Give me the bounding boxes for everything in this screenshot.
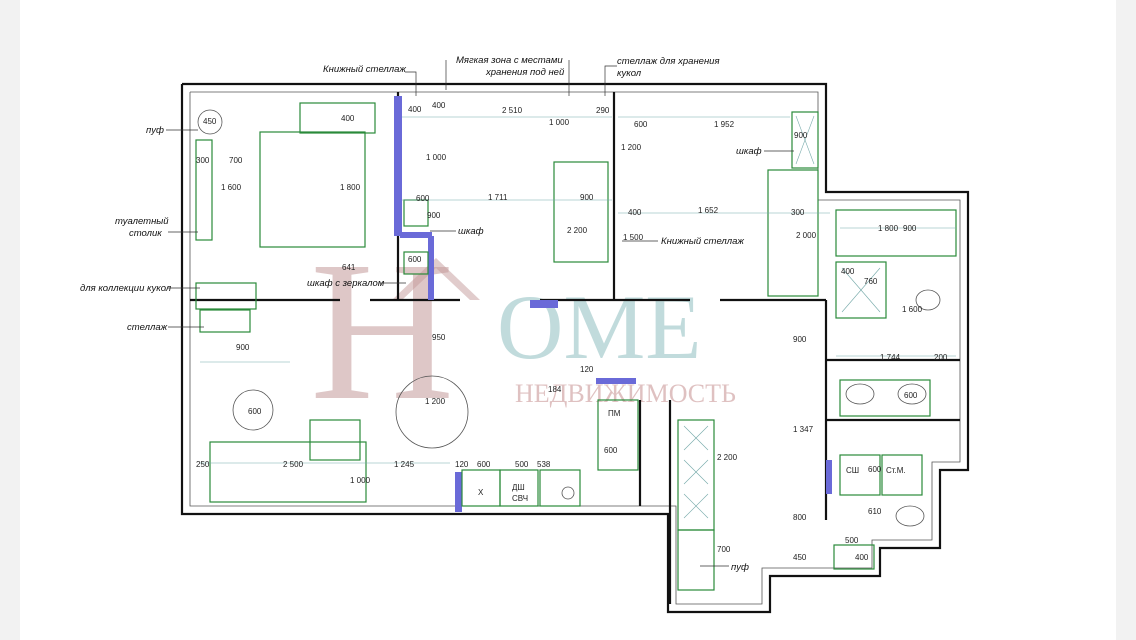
dim-text: 700 [717, 545, 731, 554]
dim-text: 1 000 [426, 153, 447, 162]
dim-text: 400 [841, 267, 855, 276]
dim-text: 2 000 [796, 231, 817, 240]
dim-text: 760 [864, 277, 878, 286]
dim-text: 600 [634, 120, 648, 129]
dim-text: 538 [537, 460, 551, 469]
blue-blocks [394, 96, 832, 512]
dim-text: 400 [341, 114, 355, 123]
watermark-roof-icon [392, 258, 480, 300]
dim-text: 1 600 [221, 183, 242, 192]
dim-text: 600 [868, 465, 882, 474]
washer-label: СШ [846, 466, 859, 475]
dimension-texts: 400 400 2 510 290 600 1 952 900 450 400 … [196, 101, 948, 562]
dim-text: 300 [196, 156, 210, 165]
dim-text: 900 [427, 211, 441, 220]
dim-text: 1 800 [340, 183, 361, 192]
dim-text: 184 [548, 385, 562, 394]
label-bookshelf-top: Книжный стеллаж [323, 64, 406, 75]
furniture [195, 102, 957, 591]
label-soft-zone-2: хранения под ней [485, 67, 565, 78]
dim-text: 2 200 [717, 453, 738, 462]
label-wardrobe-mid: шкаф [458, 226, 484, 237]
dim-text: 610 [868, 507, 882, 516]
dim-text: 900 [236, 343, 250, 352]
dim-text: 1 000 [549, 118, 570, 127]
label-doll-rack-1: стеллаж для хранения [617, 56, 720, 67]
plan-sheet [20, 0, 1116, 640]
dim-text: 600 [416, 194, 430, 203]
dim-text: 120 [580, 365, 594, 374]
label-pouf-bottom: пуф [731, 562, 749, 573]
dim-text: 400 [432, 101, 446, 110]
dim-text: 250 [196, 460, 210, 469]
watermark-ome: OME [497, 276, 701, 378]
microwave-label: СВЧ [512, 494, 528, 503]
dim-text: 1 652 [698, 206, 719, 215]
dim-text: 450 [203, 117, 217, 126]
label-dressing-2: столик [129, 228, 162, 239]
dimension-lines [200, 116, 956, 464]
pm-label: ПМ [608, 409, 621, 418]
dim-text: 2 510 [502, 106, 523, 115]
dishwasher-label: ДШ [512, 483, 525, 492]
dim-text: 400 [628, 208, 642, 217]
outer-walls [180, 82, 970, 614]
label-doll-collection: для коллекции кукол [80, 283, 172, 294]
dim-text: 1 800 [878, 224, 899, 233]
dim-text: 600 [477, 460, 491, 469]
dim-text: 400 [855, 553, 869, 562]
dim-text: 950 [432, 333, 446, 342]
dim-text: 900 [580, 193, 594, 202]
callouts: Книжный стеллаж Мягкая зона с местами хр… [80, 55, 794, 573]
dim-text: 500 [845, 536, 859, 545]
dim-text: 300 [791, 208, 805, 217]
label-bookshelf-mid: Книжный стеллаж [661, 236, 744, 247]
label-wardrobe-right: шкаф [736, 146, 762, 157]
dim-text: 2 500 [283, 460, 304, 469]
label-rack: стеллаж [127, 322, 168, 333]
dim-text: 500 [515, 460, 529, 469]
dim-text: 400 [408, 105, 422, 114]
dim-text: 1 500 [623, 233, 644, 242]
dim-text: 1 952 [714, 120, 735, 129]
dim-text: 450 [793, 553, 807, 562]
dim-text: 2 200 [567, 226, 588, 235]
dim-text: 1 200 [621, 143, 642, 152]
dim-text: 600 [604, 446, 618, 455]
dim-text: 200 [934, 353, 948, 362]
dim-text: 1 245 [394, 460, 415, 469]
dim-text: 600 [408, 255, 422, 264]
label-doll-rack-2: кукол [617, 68, 642, 79]
dim-text: 641 [342, 263, 356, 272]
dim-text: 800 [793, 513, 807, 522]
dim-text: 900 [794, 131, 808, 140]
dim-text: 120 [455, 460, 469, 469]
dim-text: 1 711 [488, 193, 508, 202]
label-pouf-left: пуф [146, 125, 164, 136]
dim-text: 1 744 [880, 353, 901, 362]
dim-text: 1 600 [902, 305, 923, 314]
dim-text: 1 347 [793, 425, 814, 434]
dim-text: 1 000 [350, 476, 371, 485]
dim-text: 900 [793, 335, 807, 344]
label-dressing-1: туалетный [115, 216, 169, 227]
dim-text: 290 [596, 106, 610, 115]
fixture-texts: Х ДШ СВЧ ПМ СШ Ст.М. [478, 409, 906, 503]
watermark-logo: H OME НЕДВИЖИМОСТЬ [310, 221, 736, 442]
dim-text: 900 [903, 224, 917, 233]
dim-text: 600 [904, 391, 918, 400]
label-wardrobe-mirror: шкаф с зеркалом [307, 278, 385, 289]
dim-text: 600 [248, 407, 262, 416]
dim-text: 700 [229, 156, 243, 165]
washer2-label: Ст.М. [886, 466, 906, 475]
fridge-label: Х [478, 488, 484, 497]
dim-text: 1 200 [425, 397, 446, 406]
label-soft-zone-1: Мягкая зона с местами [456, 55, 563, 66]
